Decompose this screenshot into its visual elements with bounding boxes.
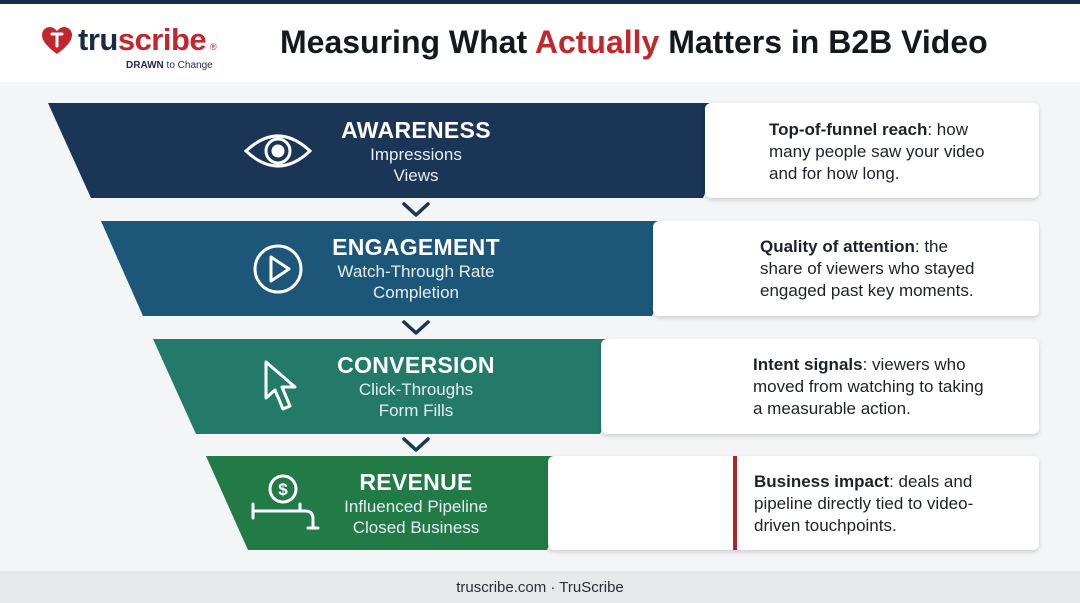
description-card-conversion: Intent signals: viewers who moved from w… [601, 339, 1039, 434]
logo-wordmark: truscribe [78, 22, 207, 57]
chevron-down-icon [402, 437, 430, 452]
stage-metric: Completion [373, 283, 459, 302]
footer-credit[interactable]: truscribe.com · TruScribe [456, 579, 624, 596]
truscribe-logo[interactable]: truscribe ® DRAWN to Change [40, 20, 230, 76]
money-tap-icon: $ [251, 474, 320, 530]
stage-metric: Impressions [370, 145, 462, 164]
card-text: Intent signals: viewers who moved from w… [753, 355, 984, 418]
cursor-icon [264, 360, 297, 411]
stage-revenue: REVENUE Influenced Pipeline Closed Busin… [296, 468, 536, 538]
revenue-highlight-bar [733, 456, 737, 550]
card-text: Business impact: deals and pipeline dire… [754, 472, 974, 535]
card-text: Quality of attention: the share of viewe… [760, 237, 975, 300]
footer: truscribe.com · TruScribe [0, 571, 1080, 603]
stage-metric: Influenced Pipeline [344, 497, 488, 516]
svg-text:$: $ [278, 480, 288, 499]
funnel-band-engagement [101, 221, 694, 316]
stage-metric: Form Fills [378, 401, 454, 420]
funnel-band-revenue [206, 456, 588, 550]
funnel-band-awareness [48, 103, 744, 198]
description-card-awareness: Top-of-funnel reach: how many people saw… [705, 103, 1039, 198]
stage-metric: Closed Business [352, 518, 480, 537]
page-title: Measuring What Actually Matters in B2B V… [280, 24, 988, 60]
stage-name: REVENUE [359, 469, 473, 495]
stage-metric: Views [393, 166, 439, 185]
chevron-down-icon [402, 202, 430, 217]
stage-awareness: AWARENESS Impressions Views [296, 116, 536, 186]
funnel-band-conversion [153, 339, 641, 434]
stage-name: AWARENESS [341, 117, 491, 143]
logo-tagline: DRAWN to Change [126, 60, 213, 71]
description-card-engagement: Quality of attention: the share of viewe… [653, 221, 1039, 316]
stage-metric: Click-Throughs [358, 380, 474, 399]
stage-name: ENGAGEMENT [332, 234, 500, 260]
stage-engagement: ENGAGEMENT Watch-Through Rate Completion [296, 233, 536, 303]
play-icon [253, 244, 303, 294]
logo-mark-icon [42, 27, 72, 54]
header: truscribe ® DRAWN to Change Measuring Wh… [0, 4, 1080, 82]
card-text: Top-of-funnel reach: how many people saw… [769, 120, 985, 183]
top-accent-strip [0, 0, 1080, 4]
stage-name: CONVERSION [337, 352, 495, 378]
eye-icon [243, 134, 313, 168]
stage-conversion: CONVERSION Click-Throughs Form Fills [296, 351, 536, 421]
stage-metric: Watch-Through Rate [337, 262, 495, 281]
chevron-down-icon [402, 320, 430, 335]
logo-registered-mark: ® [210, 42, 217, 52]
description-card-revenue: Business impact: deals and pipeline dire… [548, 456, 1039, 550]
